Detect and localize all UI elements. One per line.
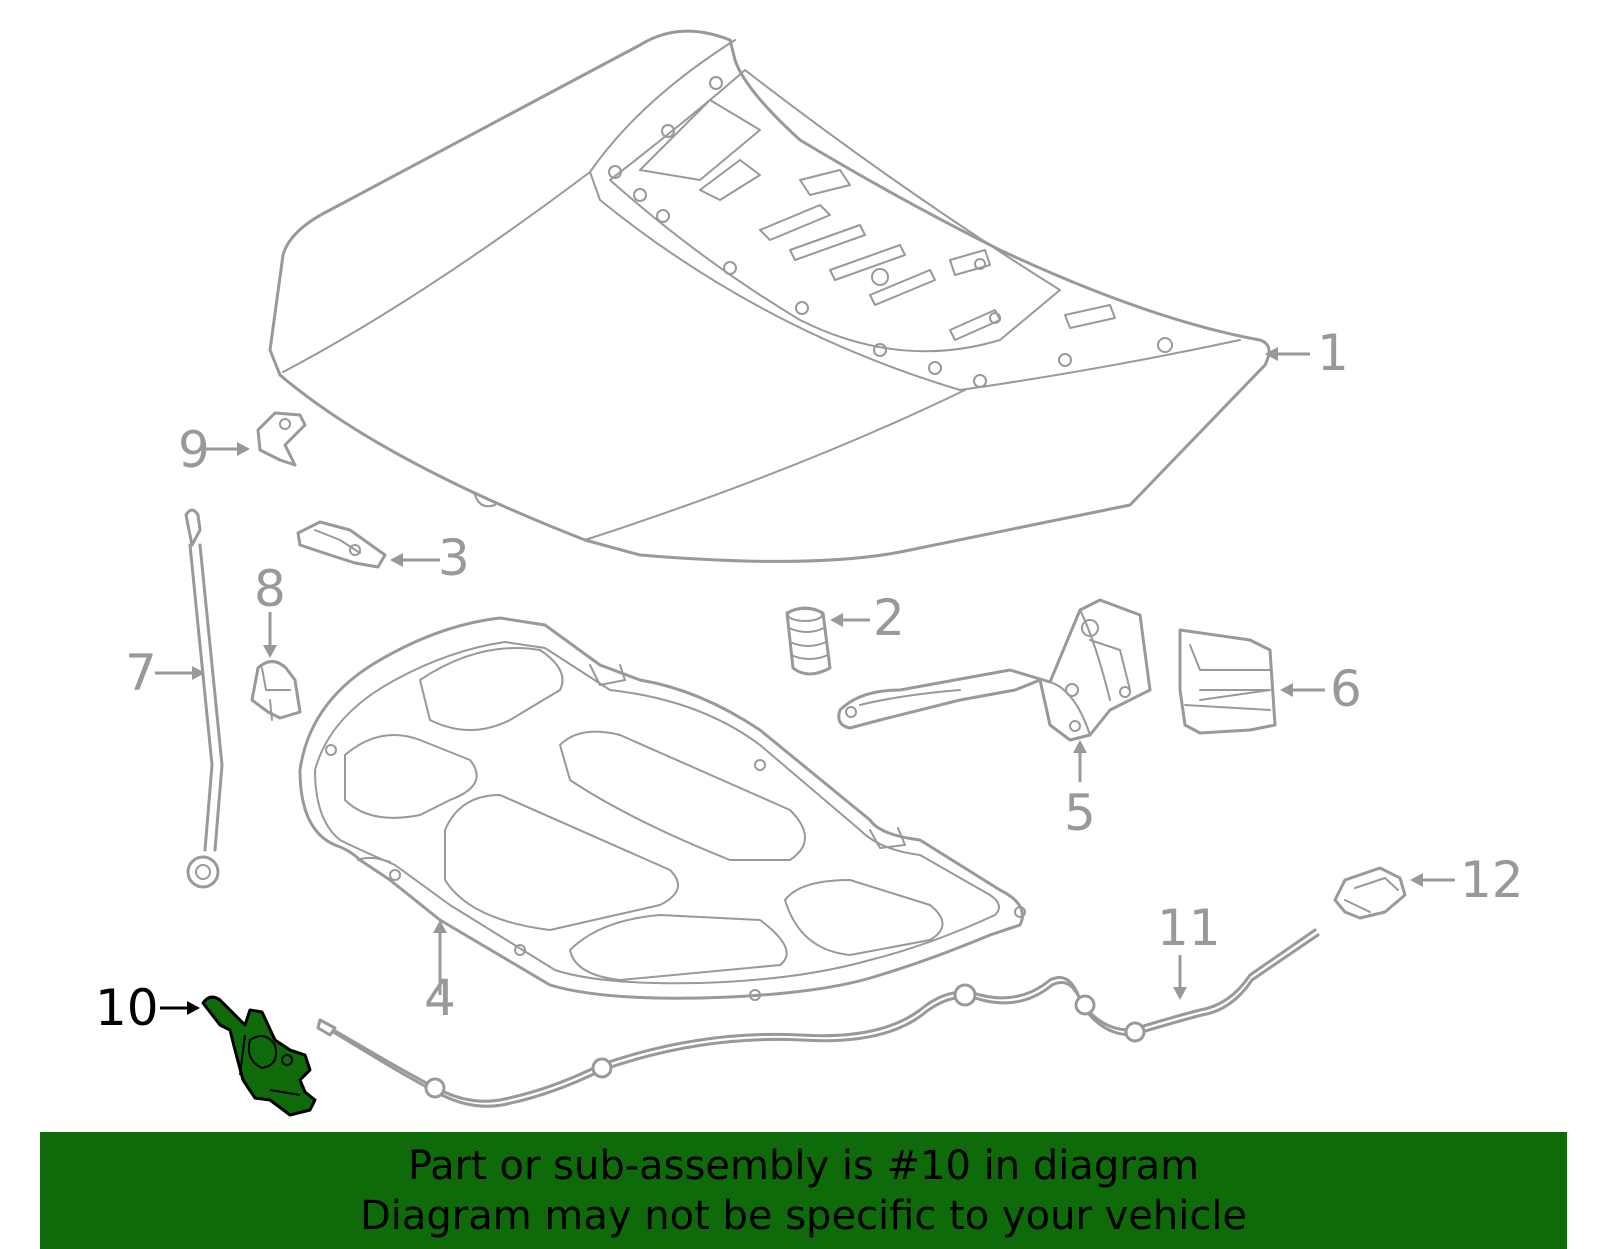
part-5-hinge[interactable] [837, 598, 1152, 742]
part-8-clip[interactable] [250, 660, 302, 721]
callout-5: 5 [1064, 784, 1096, 842]
part-9-clip[interactable] [256, 411, 307, 467]
banner-line-part: Part or sub-assembly is #10 in diagram [407, 1142, 1200, 1189]
banner-line-disclaimer: Diagram may not be specific to your vehi… [359, 1192, 1248, 1239]
callout-4: 4 [424, 969, 456, 1027]
callout-7: 7 [125, 644, 157, 702]
part-6-hinge-bracket[interactable] [1178, 628, 1277, 735]
part-7-prop-rod[interactable] [184, 508, 224, 889]
callout-12: 12 [1460, 851, 1524, 909]
callout-1: 1 [1317, 324, 1349, 382]
callout-10: 10 [95, 979, 159, 1037]
callout-8: 8 [254, 560, 286, 618]
part-2-bumper-stop[interactable] [785, 606, 832, 676]
callout-9: 9 [178, 421, 210, 479]
part-4-insulator[interactable] [298, 616, 1026, 1001]
part-11-release-cable[interactable] [316, 928, 1320, 1108]
part-1-hood[interactable] [268, 29, 1271, 563]
callout-leaders [155, 347, 1455, 1015]
part-12-release-handle[interactable] [1333, 866, 1407, 920]
part-3-bracket[interactable] [296, 520, 387, 569]
info-banner: Part or sub-assembly is #10 in diagram D… [40, 1132, 1567, 1249]
callout-2: 2 [873, 589, 905, 647]
callout-11: 11 [1157, 899, 1221, 957]
part-10-hood-latch[interactable] [201, 995, 317, 1117]
callout-6: 6 [1330, 660, 1362, 718]
callout-3: 3 [438, 529, 470, 587]
